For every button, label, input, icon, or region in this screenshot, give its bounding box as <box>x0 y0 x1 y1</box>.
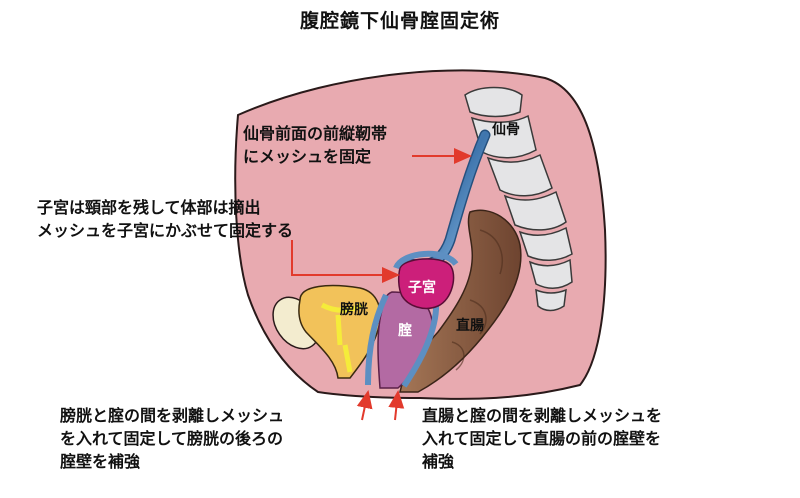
note-sacrum-mesh: 仙骨前面の前縦靭帯 にメッシュを固定 <box>243 122 387 168</box>
note-line: 膀胱と腟の間を剥離しメッシュ <box>60 406 285 425</box>
label-uterus: 子宮 <box>408 279 436 296</box>
note-line: 腟壁を補強 <box>60 452 141 471</box>
sacrum-bone <box>464 86 573 312</box>
note-line: 仙骨前面の前縦靭帯 <box>243 124 388 143</box>
note-rectum-mesh: 直腸と腟の間を剥離しメッシュを 入れて固定して直腸の前の腟壁を 補強 <box>422 404 662 473</box>
note-uterus-mesh: 子宮は頸部を残して体部は摘出 メッシュを子宮にかぶせて固定する <box>37 196 293 242</box>
uterine-mesh-cap <box>393 250 459 270</box>
diagram-title: 腹腔鏡下仙骨腟固定術 <box>299 10 500 32</box>
note-line: にメッシュを固定 <box>243 147 372 166</box>
note-line: メッシュを子宮にかぶせて固定する <box>37 221 294 240</box>
anterior-mesh <box>365 293 389 386</box>
rectum <box>399 209 522 393</box>
note-line: 直腸と腟の間を剥離しメッシュを <box>422 406 663 425</box>
label-rectum: 直腸 <box>456 317 484 334</box>
label-bladder: 膀胱 <box>339 301 368 318</box>
note-bladder-mesh: 膀胱と腟の間を剥離しメッシュ を入れて固定して膀胱の後ろの 腟壁を補強 <box>60 404 284 473</box>
uterus <box>397 258 455 310</box>
note-line: 補強 <box>422 452 455 471</box>
label-sacrum: 仙骨 <box>492 121 520 138</box>
note-line: 子宮は頸部を残して体部は摘出 <box>37 198 261 217</box>
posterior-mesh <box>401 299 440 388</box>
note-line: 入れて固定して直腸の前の腟壁を <box>422 429 662 448</box>
label-vagina: 腟 <box>398 322 412 339</box>
note-line: を入れて固定して膀胱の後ろの <box>60 429 284 448</box>
